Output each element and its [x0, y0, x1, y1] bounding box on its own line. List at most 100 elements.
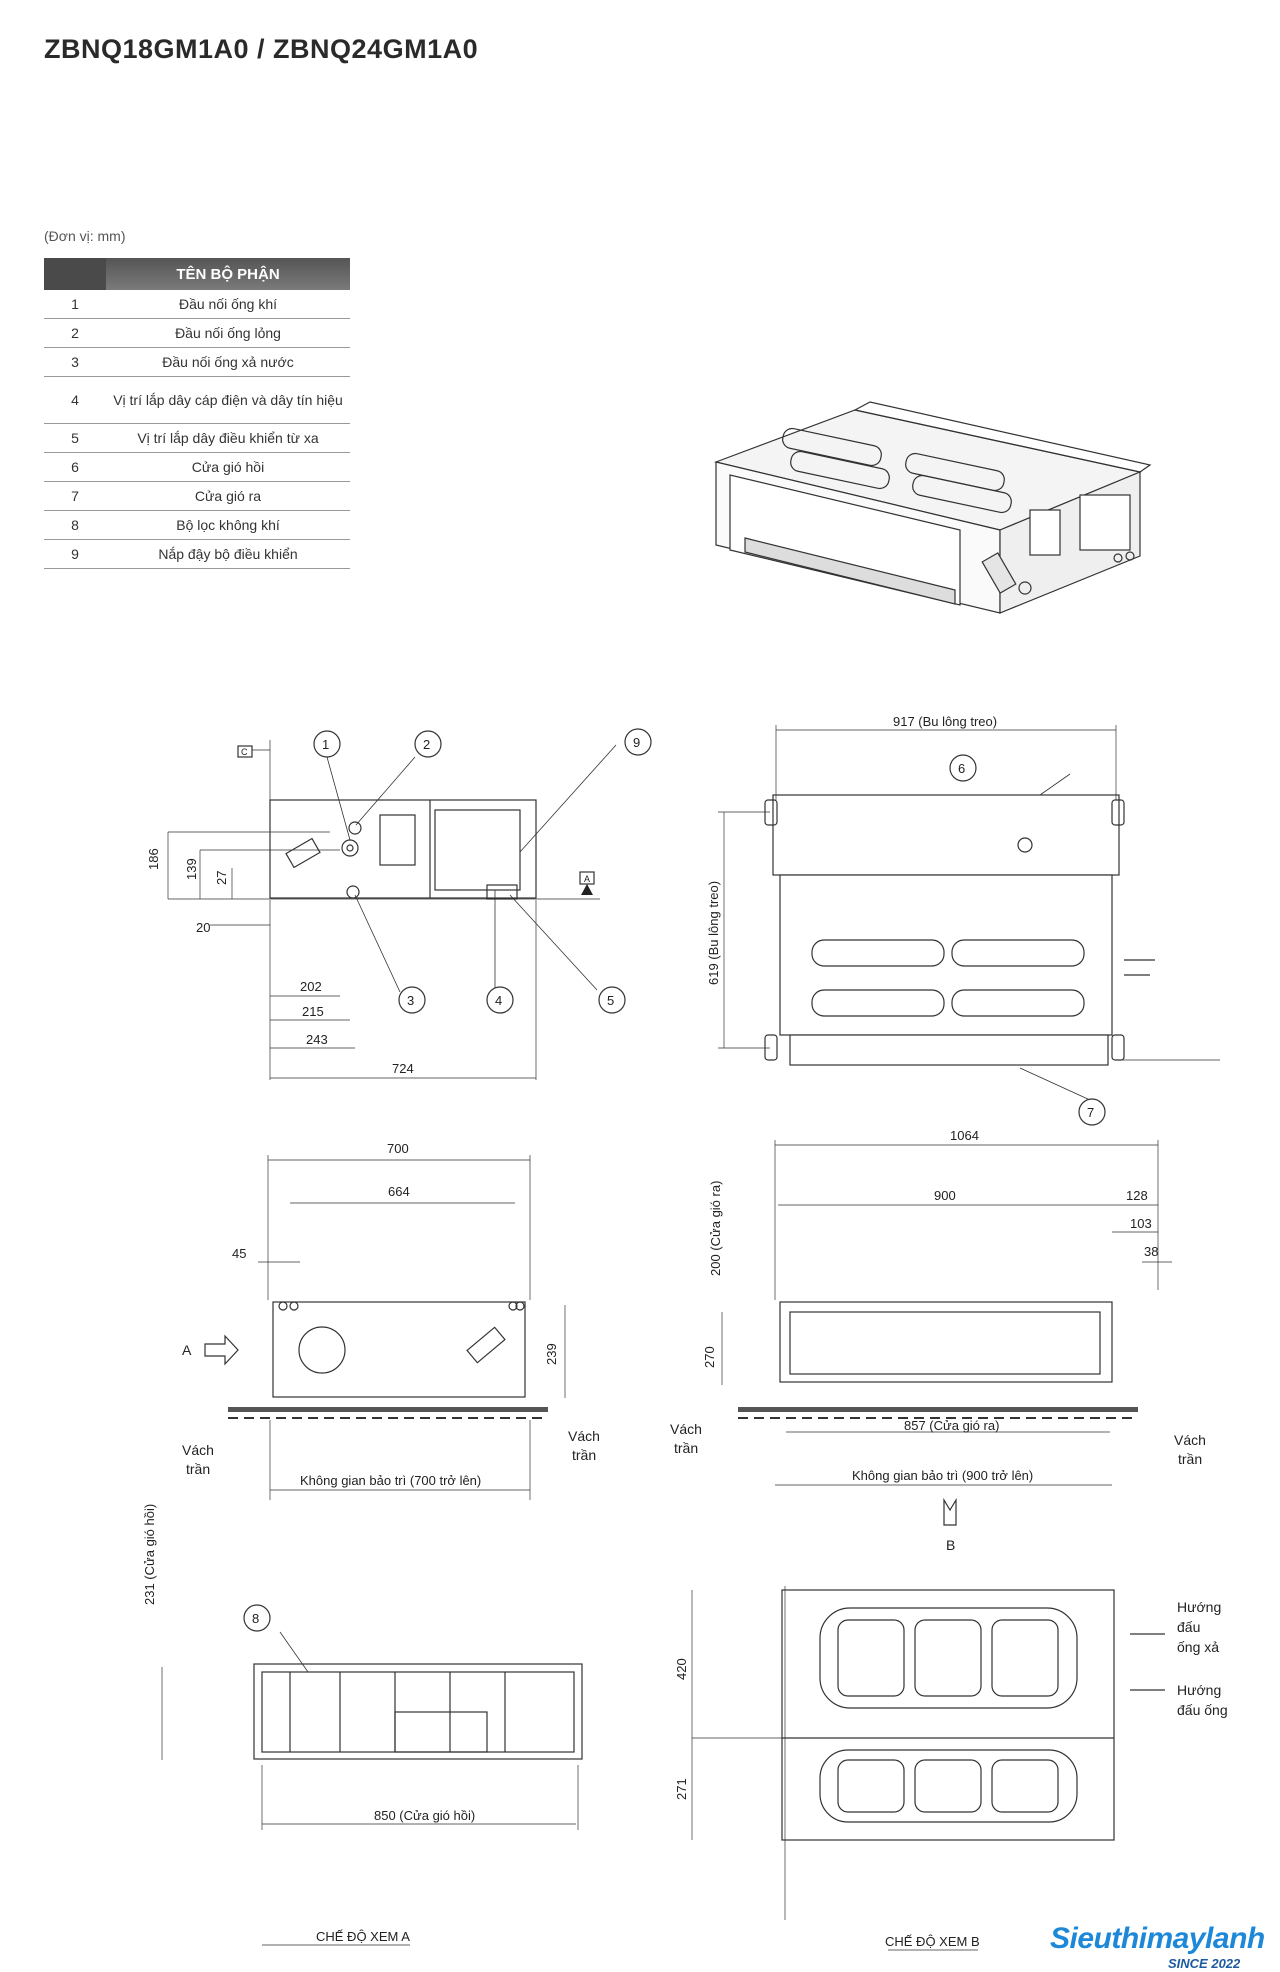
part-number: 2	[44, 318, 106, 348]
unit-note: (Đơn vị: mm)	[44, 228, 126, 244]
front-view	[718, 725, 1220, 1126]
part-number: 7	[44, 481, 106, 511]
part-name: Vị trí lắp dây cáp điện và dây tín hiệu	[106, 376, 350, 424]
logo-subtext: SINCE 2022	[1168, 1956, 1241, 1971]
maintenance-b: Không gian bảo trì (900 trở lên)	[852, 1468, 1033, 1483]
ceiling-right-b-2: trần	[1178, 1451, 1202, 1467]
dim-202: 202	[300, 979, 322, 994]
part-number: 1	[44, 290, 106, 319]
dim-45: 45	[232, 1246, 246, 1261]
dim-231: 231 (Cửa gió hồi)	[142, 1504, 157, 1605]
dim-420: 420	[674, 1658, 689, 1680]
ceiling-left-b-2: trần	[674, 1440, 698, 1456]
dim-271: 271	[674, 1778, 689, 1800]
unit-3d-view	[713, 401, 1152, 614]
dim-128: 128	[1126, 1188, 1148, 1203]
section-b	[262, 1586, 1165, 1951]
callout-7: 7	[1087, 1105, 1094, 1120]
drain-dir-1: Hướng	[1177, 1599, 1221, 1615]
section-a	[161, 1604, 583, 1830]
caption-view-a: CHẾ ĐỘ XEM A	[316, 1929, 410, 1944]
return-850: 850 (Cửa gió hồi)	[374, 1808, 475, 1823]
brand-logo: Sieuthimaylanh SINCE 2022	[1050, 1922, 1265, 1971]
parts-table-num-header	[44, 258, 106, 290]
callout-6: 6	[958, 761, 965, 776]
dim-619: 619 (Bu lông treo)	[706, 881, 721, 985]
dim-270: 270	[702, 1346, 717, 1368]
dim-215: 215	[302, 1004, 324, 1019]
dim-186: 186	[146, 848, 161, 870]
ceiling-right-a-1: Vách	[568, 1428, 600, 1444]
drain-dir-3: ống xả	[1177, 1639, 1219, 1655]
part-number: 4	[44, 376, 106, 424]
dim-239: 239	[544, 1343, 559, 1365]
view-b-arrow-label: B	[946, 1537, 955, 1553]
callout-8: 8	[252, 1611, 259, 1626]
part-name: Cửa gió hồi	[106, 452, 350, 482]
page-title: ZBNQ18GM1A0 / ZBNQ24GM1A0	[44, 34, 479, 64]
dim-38: 38	[1144, 1244, 1158, 1259]
dim-724: 724	[392, 1061, 414, 1076]
ceiling-right-b-1: Vách	[1174, 1432, 1206, 1448]
dim-1064: 1064	[950, 1128, 979, 1143]
part-number: 5	[44, 423, 106, 453]
part-number: 3	[44, 347, 106, 377]
dim-27: 27	[214, 871, 229, 885]
part-name: Bộ lọc không khí	[106, 510, 350, 540]
callout-4: 4	[495, 993, 502, 1008]
part-name: Cửa gió ra	[106, 481, 350, 511]
part-number: 6	[44, 452, 106, 482]
part-name: Nắp đậy bộ điều khiển	[106, 539, 350, 569]
parts-table-header: TÊN BỘ PHẬN	[106, 258, 350, 290]
view-b	[721, 1140, 1172, 1526]
part-name: Đầu nối ống khí	[106, 290, 350, 319]
caption-view-b: CHẾ ĐỘ XEM B	[885, 1934, 980, 1949]
callout-1: 1	[322, 737, 329, 752]
callout-5: 5	[607, 993, 614, 1008]
ceiling-left-a-2: trần	[186, 1461, 210, 1477]
dim-917: 917 (Bu lông treo)	[893, 714, 997, 729]
logo-text: Sieuthimaylanh	[1050, 1922, 1265, 1955]
dim-20: 20	[196, 920, 210, 935]
part-number: 9	[44, 539, 106, 569]
drain-dir-2: đấu	[1177, 1619, 1200, 1635]
dim-103: 103	[1130, 1216, 1152, 1231]
pipe-dir-2: đấu ống	[1177, 1702, 1228, 1718]
marker-c: C	[241, 747, 248, 757]
dim-139: 139	[184, 858, 199, 880]
marker-a: A	[584, 874, 590, 884]
dim-243: 243	[306, 1032, 328, 1047]
callout-2: 2	[423, 737, 430, 752]
side-view	[167, 728, 652, 1080]
part-number: 8	[44, 510, 106, 540]
dim-200: 200 (Cửa gió ra)	[708, 1181, 723, 1276]
ceiling-left-b-1: Vách	[670, 1421, 702, 1437]
outlet-857: 857 (Cửa gió ra)	[904, 1418, 999, 1433]
part-name: Đầu nối ống lỏng	[106, 318, 350, 348]
part-name: Đầu nối ống xả nước	[106, 347, 350, 377]
pipe-dir-1: Hướng	[1177, 1682, 1221, 1698]
dim-700: 700	[387, 1141, 409, 1156]
dim-664: 664	[388, 1184, 410, 1199]
view-a	[204, 1155, 566, 1500]
dim-900: 900	[934, 1188, 956, 1203]
part-name: Vị trí lắp dây điều khiển từ xa	[106, 423, 350, 453]
ceiling-left-a-1: Vách	[182, 1442, 214, 1458]
maintenance-a: Không gian bảo trì (700 trở lên)	[300, 1473, 481, 1488]
ceiling-right-a-2: trần	[572, 1447, 596, 1463]
parts-table-header-row: TÊN BỘ PHẬN	[44, 258, 350, 290]
callout-3: 3	[407, 993, 414, 1008]
view-a-arrow-label: A	[182, 1342, 192, 1358]
drawing-labels: 186 139 27 20 202 215 243 724 1 2 3 4 5 …	[142, 714, 1228, 1949]
